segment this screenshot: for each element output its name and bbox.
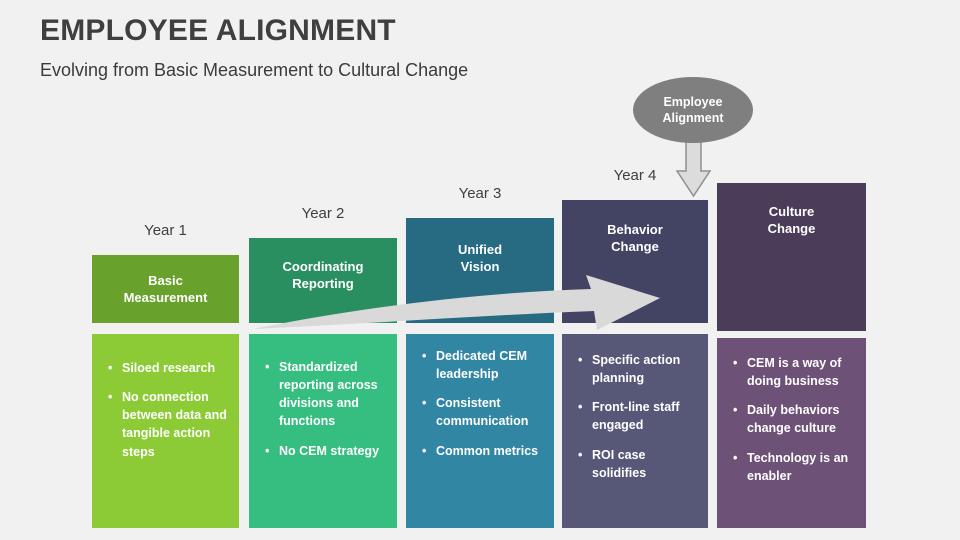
employee-alignment-bubble: Employee Alignment <box>633 77 753 143</box>
bullet-item: ROI case solidifies <box>578 446 700 482</box>
bullet-item: No CEM strategy <box>265 442 389 460</box>
year-label: Year 3 <box>458 185 502 202</box>
stage-column-culture-change: Culture Change CEM is a way of doing bus… <box>717 0 866 540</box>
year-label: Year 4 <box>613 167 657 184</box>
stage-column-year3: Year 3 Unified Vision Dedicated CEM lead… <box>406 0 554 540</box>
stage-header: Culture Change <box>717 183 866 331</box>
bullet-item: Consistent communication <box>422 394 546 430</box>
year-label: Year 2 <box>301 205 345 222</box>
bullet-item: Common metrics <box>422 442 546 460</box>
page-subtitle: Evolving from Basic Measurement to Cultu… <box>40 60 469 80</box>
stage-body: Standardized reporting across divisions … <box>249 334 397 528</box>
page-title: EMPLOYEE ALIGNMENT <box>40 14 396 47</box>
bullet-item: Daily behaviors change culture <box>733 401 858 437</box>
bullet-item: Technology is an enabler <box>733 449 858 485</box>
stage-body: CEM is a way of doing business Daily beh… <box>717 338 866 528</box>
bullet-item: Dedicated CEM leadership <box>422 347 546 383</box>
stage-body: Dedicated CEM leadership Consistent comm… <box>406 334 554 528</box>
stage-header: Basic Measurement <box>92 255 239 323</box>
bullet-list: Specific action planning Front-line staf… <box>562 334 708 482</box>
bullet-item: CEM is a way of doing business <box>733 354 858 390</box>
bullet-list: Siloed research No connection between da… <box>92 334 239 461</box>
bullet-item: Front-line staff engaged <box>578 398 700 434</box>
bullet-list: CEM is a way of doing business Daily beh… <box>717 338 866 485</box>
stage-header: Unified Vision <box>406 218 554 323</box>
year-label: Year 1 <box>144 222 187 239</box>
bullet-item: No connection between data and tangible … <box>108 388 231 461</box>
bullet-list: Standardized reporting across divisions … <box>249 334 397 460</box>
bullet-item: Siloed research <box>108 359 231 377</box>
bullet-list: Dedicated CEM leadership Consistent comm… <box>406 334 554 460</box>
stage-header: Coordinating Reporting <box>249 238 397 323</box>
stage-column-year1: Year 1 Basic Measurement Siloed research… <box>92 0 239 540</box>
stage-body: Siloed research No connection between da… <box>92 334 239 528</box>
bullet-item: Specific action planning <box>578 351 700 387</box>
stage-body: Specific action planning Front-line staf… <box>562 334 708 528</box>
stage-column-year2: Year 2 Coordinating Reporting Standardiz… <box>249 0 397 540</box>
stage-header: Behavior Change <box>562 200 708 323</box>
stage-column-year4: Year 4 Behavior Change Specific action p… <box>562 0 708 540</box>
bullet-item: Standardized reporting across divisions … <box>265 358 389 431</box>
